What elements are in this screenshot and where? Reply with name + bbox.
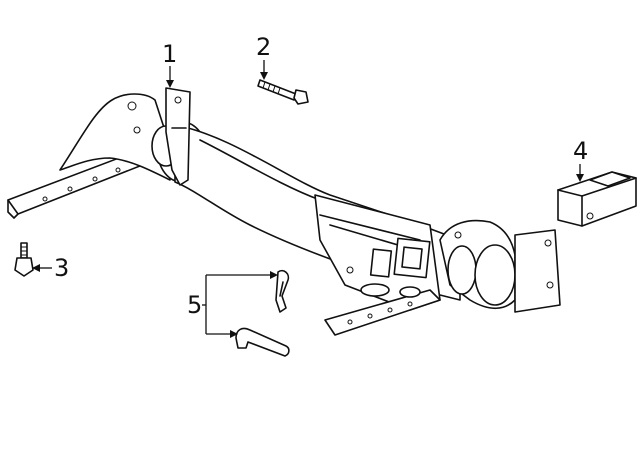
part-5-hitch-clip	[275, 269, 290, 313]
part-4-receiver-cover	[557, 171, 637, 227]
callout-4-label: 4	[573, 137, 589, 165]
callout-3-leader	[32, 264, 52, 272]
callout-4-leader	[576, 164, 584, 182]
part-1-bracket-plate	[165, 87, 191, 186]
callout-1-leader	[166, 66, 174, 88]
callout-1-label: 1	[162, 40, 178, 68]
part-2-bolt	[257, 79, 309, 105]
callout-5-label: 5	[187, 291, 203, 319]
callout-5-leader	[202, 271, 278, 338]
callout-2-leader	[260, 60, 268, 80]
callout-3-label: 3	[54, 254, 70, 282]
callout-2-label: 2	[256, 33, 272, 61]
part-5-hitch-pin	[235, 327, 290, 357]
part-3-bolt-nut	[14, 242, 34, 277]
hitch-receiver-assembly	[7, 93, 561, 336]
